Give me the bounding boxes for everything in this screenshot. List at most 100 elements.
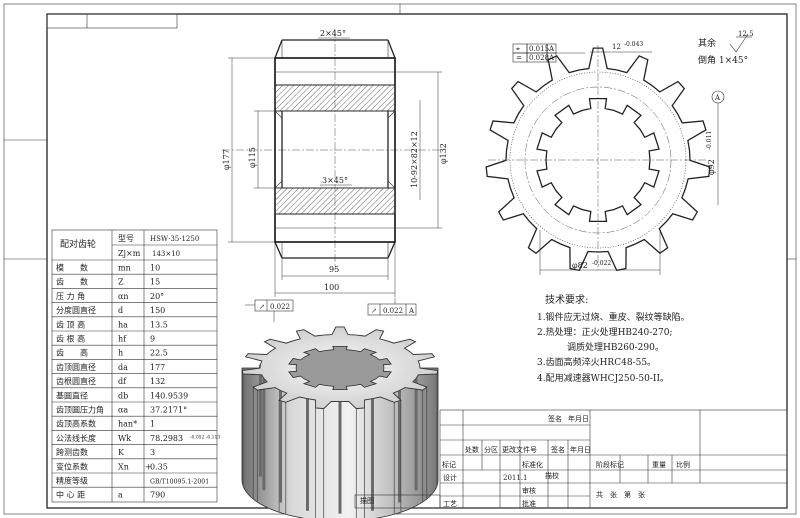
key-width-tol: -0.043: [624, 41, 643, 48]
dim-dia-92-tol: -0.011: [706, 131, 713, 150]
table-cell-value: 790: [150, 491, 165, 500]
table-cell-name: 齿 根 高: [56, 334, 85, 344]
table-cell-symbol: h: [118, 349, 123, 358]
tb-review: 审核: [522, 486, 536, 495]
table-cell-symbol: Wk: [118, 434, 131, 443]
tb-date: 年月日: [570, 445, 591, 454]
table-cell-symbol: Z: [118, 278, 124, 287]
svg-text:↗: ↗: [259, 303, 265, 311]
runout-frame-left: ↗ 0.022: [245, 299, 294, 322]
tb-sign: 签名: [551, 445, 565, 454]
top-left-tag: [46, 13, 178, 29]
table-cell-name: 精度等级: [56, 476, 88, 486]
table-cell-value: 3: [150, 448, 155, 457]
tol-1-val: 0.015: [529, 45, 549, 53]
runout-right-val: 0.022: [383, 307, 403, 315]
table-header-model-val: HSW·35·1250: [150, 235, 199, 243]
tb-year: 2011.1: [503, 474, 528, 482]
dim-dia-82-tol: -0.022: [592, 260, 611, 267]
title-block: 标记 处数 分区 更改文件号 签名 年月日 设计 标准化 审核 工艺 批准 20…: [354, 409, 788, 509]
table-cell-symbol: Xn: [118, 462, 129, 471]
table-header-model: 型号: [118, 234, 134, 243]
table-header-pair: 配对齿轮: [60, 238, 96, 250]
tech-item-3: 调质处理HB260-290。: [567, 341, 664, 353]
table-header-zjm: Zj×m: [118, 249, 141, 258]
gear-3d-illustration: [241, 326, 439, 518]
tech-title: 技术要求:: [545, 293, 588, 306]
table-cell-name: 跨测齿数: [56, 447, 88, 457]
table-cell-name: 公法线长度: [56, 433, 96, 443]
tech-item-2: 2.热处理：正火处理HB240-270;: [537, 326, 672, 338]
tb-count: 处数: [465, 445, 479, 454]
table-cell-name: 齿根圆直径: [56, 376, 96, 386]
tb-zone: 分区: [484, 445, 498, 454]
dim-width-95: 95: [329, 265, 339, 274]
tb-total: 共: [596, 490, 603, 499]
table-cell-value: 13.5: [150, 320, 168, 329]
section-view: 2×45° 3×45° φ177 φ115 10-92×82×12 φ132 9…: [222, 29, 448, 322]
table-cell-value: 37.2171°: [150, 406, 187, 415]
dim-dia-132: φ132: [439, 143, 448, 164]
table-cell-value: GB/T10095.1-2001: [150, 479, 209, 486]
dim-width-100: 100: [324, 283, 339, 292]
tol-2-val: 0.028: [529, 54, 549, 62]
gear-3d-ridges: [241, 364, 439, 518]
runout-left-val: 0.022: [270, 303, 290, 311]
runout-right-ref: A: [408, 307, 415, 315]
table-cell-name: 基圆直径: [56, 390, 88, 400]
tol-1-ref: A: [548, 45, 555, 53]
table-cell-symbol: ha: [118, 320, 128, 329]
spline-outline: [536, 97, 660, 223]
tb-mark: 标记: [442, 460, 456, 469]
svg-text:↗: ↗: [371, 307, 377, 315]
tb-change: 更改文件号: [502, 445, 537, 454]
table-cell-value: 78.2983: [150, 434, 183, 443]
svg-text:=: =: [516, 54, 522, 62]
table-cell-symbol: αa: [118, 406, 128, 415]
table-cell-value: 22.5: [150, 349, 168, 358]
table-cell-symbol: mn: [118, 264, 131, 273]
table-cell-symbol: a: [118, 491, 123, 500]
datum-label: A: [714, 94, 721, 102]
tech-requirements: 技术要求: 1.锻件应无过烧、重皮、裂纹等缺陷。 2.热处理：正火处理HB240…: [537, 293, 690, 384]
table-cell-value: 10: [150, 264, 160, 273]
table-cell-symbol: αn: [118, 292, 129, 301]
table-wk-tolerance: -0.052 -0.113: [190, 434, 220, 440]
tb-approve: 批准: [522, 499, 536, 508]
dim-dia-115: φ115: [248, 147, 257, 168]
table-cell-value: 15: [150, 278, 160, 287]
runout-frame-right: ↗ 0.022 A: [367, 298, 417, 316]
tol-2-ref: A: [548, 54, 555, 62]
tb-design: 设计: [443, 473, 457, 482]
table-cell-name: 齿 顶 高: [56, 319, 85, 329]
table-cell-value: 9: [150, 335, 155, 344]
tech-item-1: 1.锻件应无过烧、重皮、裂纹等缺陷。: [537, 311, 690, 323]
tech-item-5: 4.配用减速器WHCJ250-50-II。: [537, 372, 669, 384]
tolerance-frames: ⌖ 0.015 A = 0.028 A: [512, 43, 585, 63]
table-xn-sign: +: [145, 462, 152, 471]
dim-dia-177: φ177: [222, 149, 231, 170]
tb-nth: 第: [624, 490, 631, 499]
table-cell-symbol: da: [118, 363, 128, 372]
datum-a: A: [711, 90, 725, 112]
table-cell-name: 分度圆直径: [56, 305, 96, 315]
tech-item-4: 3.齿面高频淬火HRC48-55。: [537, 356, 656, 368]
table-cell-symbol: df: [118, 377, 127, 386]
key-width: 12: [612, 43, 621, 51]
table-cell-value: 20°: [150, 292, 164, 301]
surface-notes: 其余 12.5 倒角 1×45°: [698, 30, 754, 66]
table-cell-value: 0.35: [150, 462, 168, 471]
table-header-zjm-val: 143×10: [152, 250, 180, 258]
tb-trace: 描图: [360, 496, 374, 505]
tb-weight: 重量: [652, 461, 666, 469]
tb-scale: 比例: [676, 460, 690, 469]
chamfer-note: 倒角 1×45°: [698, 54, 748, 66]
table-cell-name: 齿顶高系数: [56, 419, 96, 429]
table-cell-value: 132: [150, 377, 165, 386]
table-cell-name: 中 心 距: [56, 490, 85, 500]
dim-spline: 10-92×82×12: [410, 131, 419, 188]
gear-outline: [485, 47, 711, 272]
